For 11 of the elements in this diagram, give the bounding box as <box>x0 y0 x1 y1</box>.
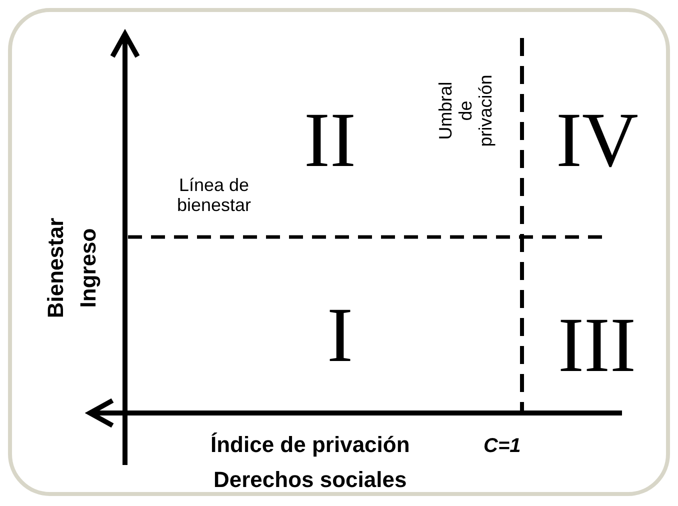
axis-note: Umbral de privación <box>436 73 496 148</box>
axis-tick-label: C=1 <box>484 436 521 456</box>
quadrant-numeral: I <box>327 296 353 374</box>
axis-title: Derechos sociales <box>214 469 407 491</box>
quadrant-numeral: III <box>558 306 636 384</box>
quadrant-numeral: II <box>304 101 356 179</box>
axis-title: Ingreso <box>77 228 100 308</box>
axis-note: Línea de bienestar <box>176 176 252 216</box>
axis-title: Índice de privación <box>210 434 410 456</box>
axis-title: Bienestar <box>45 218 68 318</box>
quadrant-numeral: IV <box>556 101 638 179</box>
